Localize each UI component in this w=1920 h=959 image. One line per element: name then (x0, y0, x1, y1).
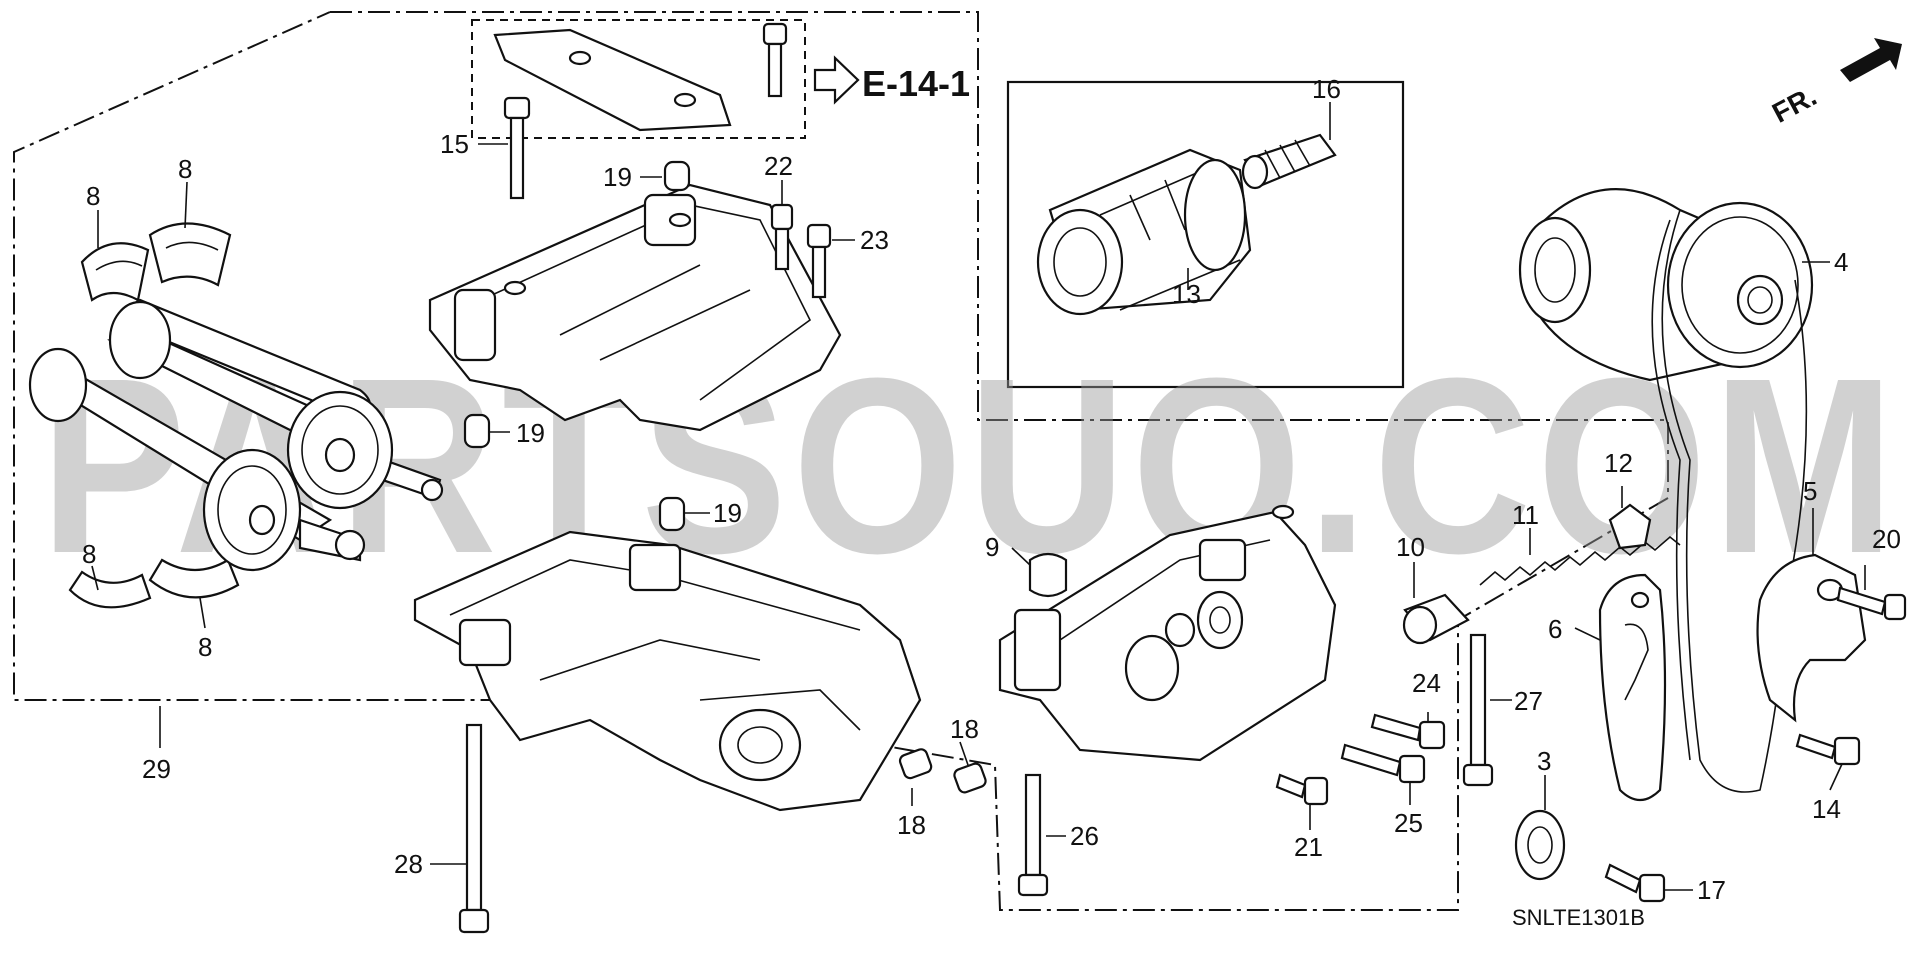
callout-24: 24 (1412, 668, 1441, 698)
balancer-lower-housing (413, 530, 922, 812)
bolt-ref (762, 22, 788, 98)
assembly-29-boundary (13, 11, 1669, 911)
balancer-shaft-assembly (28, 298, 444, 572)
relief-valve-sealing-bolt (1608, 503, 1652, 550)
callout-12: 12 (1604, 448, 1633, 478)
reference-arrow-icon (813, 55, 860, 105)
callout-6: 6 (1548, 614, 1562, 644)
dowel-pin-18-right (953, 762, 987, 794)
relief-valve-plunger (1402, 593, 1470, 645)
bolt-21 (1275, 773, 1329, 806)
crankshaft-sprocket-chain (1518, 188, 1814, 793)
callout-25: 25 (1394, 808, 1423, 838)
callout-3: 3 (1537, 746, 1551, 776)
callout-27: 27 (1514, 686, 1543, 716)
callout-22: 22 (764, 151, 793, 181)
dowel-pin-lower (658, 496, 686, 532)
callout-21: 21 (1294, 832, 1323, 862)
direction-label: FR. (1767, 80, 1821, 129)
bearing-shell-upper-left (80, 242, 150, 302)
dowel-pin-18-left (898, 748, 933, 780)
oil-filter (1036, 148, 1252, 316)
bearing-shell-upper-right (148, 222, 232, 287)
balancer-upper-housing (428, 183, 842, 432)
callout-9: 9 (985, 532, 999, 562)
callout-14: 14 (1812, 794, 1841, 824)
bolt-24 (1370, 713, 1446, 750)
balancer-gear-lower (202, 448, 302, 572)
e-14-1-reference-box (471, 19, 806, 139)
bolt-22 (770, 203, 794, 271)
callout-26: 26 (1070, 821, 1099, 851)
chain-tensioner (1756, 553, 1867, 723)
oil-filter-box (1006, 80, 1405, 389)
callout-5: 5 (1803, 476, 1817, 506)
reference-label-e-14-1: E-14-1 (862, 63, 970, 104)
bolt-27 (1462, 633, 1494, 787)
callout-18: 18 (897, 810, 926, 840)
callout-15: 15 (440, 129, 469, 159)
callout-8: 8 (86, 181, 100, 211)
callout-11: 11 (1512, 500, 1539, 530)
bolt-14 (1795, 733, 1861, 766)
callout-4: 4 (1834, 247, 1848, 277)
oil-filter-feed-nipple (1241, 133, 1337, 190)
front-direction-arrow-icon (1840, 38, 1902, 82)
bolt-17 (1604, 863, 1666, 903)
diagram-code: SNLTE1301B (1512, 905, 1645, 930)
oil-pan-baffle-ref (493, 28, 732, 132)
callout-23: 23 (860, 225, 889, 255)
callout-29: 29 (142, 754, 171, 784)
bolt-26 (1017, 773, 1049, 897)
bearing-shell-lower-right (148, 558, 240, 599)
callout-8: 8 (198, 632, 212, 662)
callout-8: 8 (178, 154, 192, 184)
balancer-gear-upper (286, 390, 394, 510)
leader-lines (91, 102, 1866, 891)
bolt-25 (1340, 743, 1426, 784)
bolt-15 (503, 96, 531, 200)
callout-19: 19 (516, 418, 545, 448)
oil-pump-dowel-pin (1028, 552, 1068, 598)
callout-28: 28 (394, 849, 423, 879)
callout-19: 19 (713, 498, 742, 528)
callout-10: 10 (1396, 532, 1425, 562)
callout-13: 13 (1172, 279, 1201, 309)
dowel-pin-mid (463, 413, 491, 449)
bolt-28 (458, 723, 490, 934)
oil-pump-relief-spring (1479, 535, 1681, 586)
callout-8: 8 (82, 539, 96, 569)
callout-18: 18 (950, 714, 979, 744)
oil-pump-body (998, 504, 1337, 762)
dowel-pin-top (663, 160, 691, 192)
chain-guide (1598, 573, 1667, 802)
callout-16: 16 (1312, 74, 1341, 104)
callout-20: 20 (1872, 524, 1901, 554)
bolt-20 (1836, 586, 1907, 621)
oil-pump-driven-sprocket (1514, 809, 1566, 881)
bolt-23 (806, 223, 832, 299)
callout-19: 19 (603, 162, 632, 192)
callout-17: 17 (1697, 875, 1726, 905)
